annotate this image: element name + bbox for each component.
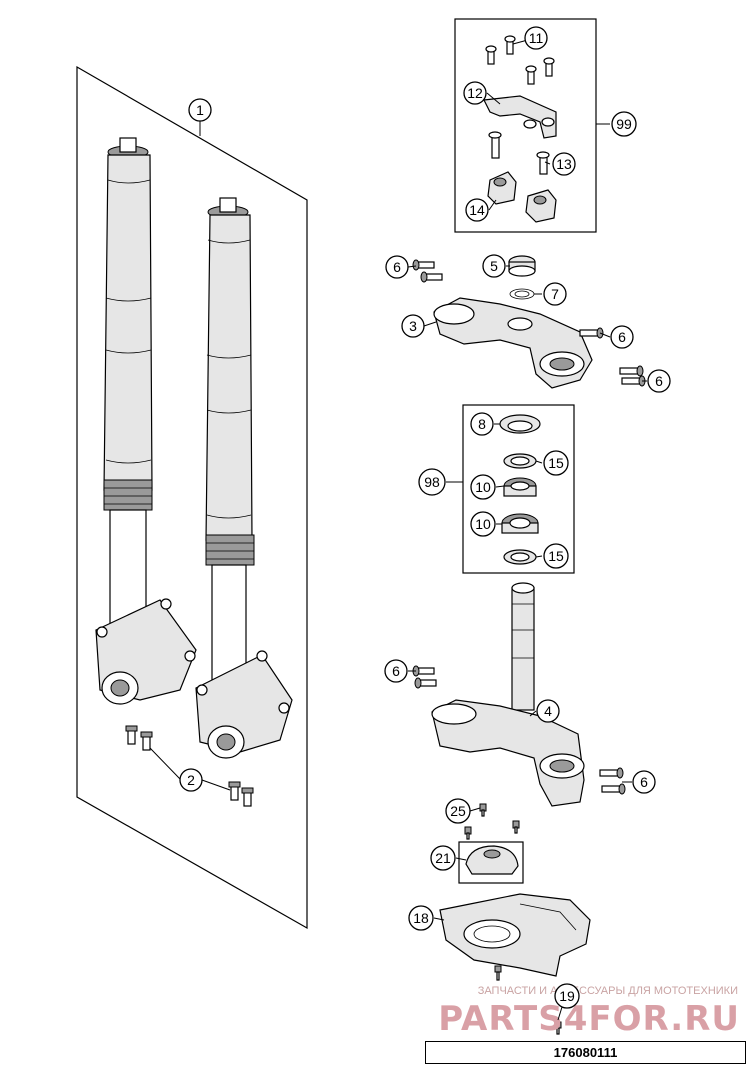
callout-12: 12: [463, 81, 487, 105]
callout-11: 11: [524, 26, 548, 50]
svg-text:5: 5: [490, 258, 498, 274]
svg-text:7: 7: [551, 286, 559, 302]
holder-screws: [494, 965, 562, 1035]
callout-8: 8: [470, 412, 494, 436]
callout-14: 14: [465, 198, 489, 222]
callout-10a: 10: [470, 474, 496, 500]
callout-6a: 6: [385, 255, 409, 279]
svg-text:8: 8: [478, 416, 486, 432]
callout-15a: 15: [543, 450, 569, 476]
svg-text:15: 15: [548, 455, 564, 471]
fork-assembly-frame: [76, 65, 308, 930]
callout-6d: 6: [384, 659, 408, 683]
svg-text:6: 6: [618, 329, 626, 345]
callout-18: 18: [408, 905, 434, 931]
svg-text:6: 6: [655, 373, 663, 389]
svg-text:98: 98: [424, 474, 440, 490]
svg-text:6: 6: [640, 774, 648, 790]
bearing-kit-frame: [462, 404, 575, 574]
svg-text:6: 6: [392, 663, 400, 679]
svg-text:10: 10: [475, 516, 491, 532]
axle-clamp-screws: [125, 725, 254, 807]
cover-screws: [464, 803, 520, 840]
callout-98: 98: [418, 468, 446, 496]
callout-99: 99: [611, 111, 637, 137]
cover-frame: [458, 841, 524, 884]
callout-5: 5: [482, 254, 506, 278]
bearing-kit-parts: [499, 414, 541, 565]
callout-13: 13: [552, 152, 576, 176]
callout-19: 19: [554, 983, 580, 1009]
svg-text:19: 19: [559, 988, 575, 1004]
clamp-kit-frame: [454, 18, 597, 233]
callout-2: 2: [179, 768, 203, 792]
callout-25: 25: [445, 798, 471, 824]
svg-text:21: 21: [435, 850, 451, 866]
left-fork-leg: [95, 137, 197, 705]
watermark-brand: PARTS4FOR.RU: [438, 999, 740, 1039]
svg-text:99: 99: [616, 116, 632, 132]
callout-3: 3: [401, 314, 425, 338]
callout-15b: 15: [543, 543, 569, 569]
svg-text:13: 13: [556, 156, 572, 172]
bottom-clamp-screws: [412, 665, 626, 795]
svg-text:14: 14: [469, 202, 485, 218]
callout-6c: 6: [647, 369, 671, 393]
right-fork-leg: [195, 197, 293, 759]
top-triple-clamp: [433, 297, 593, 389]
svg-text:2: 2: [187, 772, 195, 788]
callout-10b: 10: [470, 511, 496, 537]
svg-text:11: 11: [529, 30, 544, 46]
watermark-caption: ЗАПЧАСТИ И АКСЕССУАРЫ ДЛЯ МОТОТЕХНИКИ: [478, 985, 738, 997]
clamp-kit-parts: [483, 35, 557, 223]
svg-text:4: 4: [544, 703, 552, 719]
callout-6e: 6: [632, 770, 656, 794]
svg-text:25: 25: [450, 803, 466, 819]
callout-21: 21: [430, 845, 456, 871]
svg-text:15: 15: [548, 548, 564, 564]
top-nut-and-washer: [508, 255, 536, 300]
svg-text:12: 12: [467, 85, 483, 101]
bottom-triple-clamp: [431, 582, 585, 807]
catalog-number-box: 176080111: [425, 1041, 746, 1064]
svg-text:1: 1: [196, 102, 204, 118]
cover-part: [465, 845, 519, 875]
callout-4: 4: [536, 699, 560, 723]
catalog-number: 176080111: [553, 1045, 618, 1060]
leader-19: [557, 1006, 563, 1021]
leader-lines: [149, 37, 647, 921]
callout-6b: 6: [610, 325, 634, 349]
callout-7: 7: [543, 282, 567, 306]
svg-text:6: 6: [393, 259, 401, 275]
svg-text:3: 3: [409, 318, 417, 334]
callout-1: 1: [188, 98, 212, 122]
number-plate-holder: [439, 893, 591, 977]
svg-text:18: 18: [413, 910, 429, 926]
svg-text:10: 10: [475, 479, 491, 495]
